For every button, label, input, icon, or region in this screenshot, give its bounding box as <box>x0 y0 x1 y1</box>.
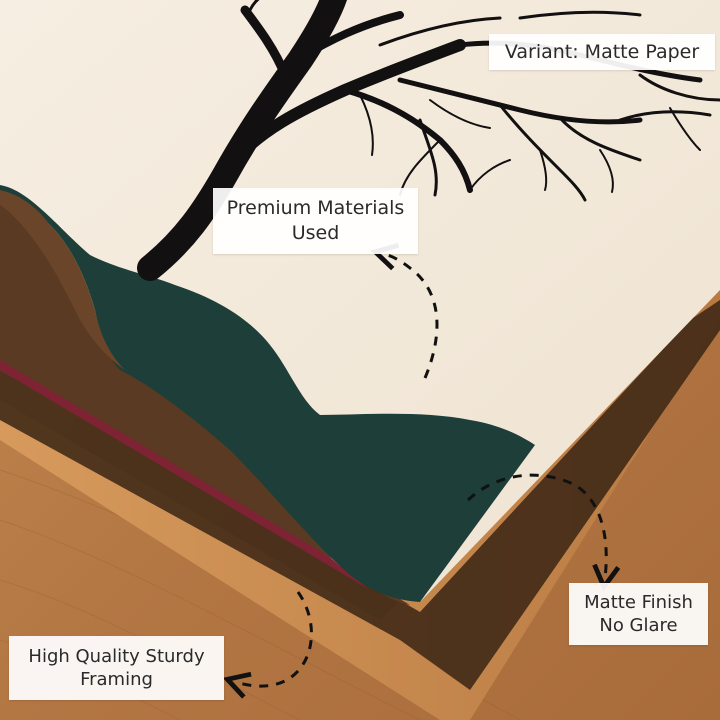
variant-label-text: Variant: Matte Paper <box>504 40 700 63</box>
framing-label: High Quality Sturdy Framing <box>9 636 224 700</box>
matte-label-line-1: Matte Finish <box>584 591 693 613</box>
premium-label-line-2: Used <box>291 222 340 244</box>
curved-dashed-arrow-icon <box>222 591 313 699</box>
premium-label-line-1: Premium Materials <box>226 197 405 220</box>
variant-label: Variant: Matte Paper <box>489 34 715 70</box>
curved-dashed-arrow-icon <box>466 473 621 592</box>
premium-materials-label: Premium Materials Used <box>213 188 418 254</box>
tree-silhouette <box>137 0 720 281</box>
matte-finish-label: Matte Finish No Glare <box>569 583 708 645</box>
frame-inner-shadow <box>0 300 720 690</box>
brown-hill-fold <box>0 190 125 370</box>
framing-label-line-2: Framing <box>80 669 153 690</box>
teal-hill <box>0 185 535 602</box>
curved-dashed-arrow-icon <box>370 242 439 379</box>
framing-label-line-1: High Quality Sturdy <box>28 645 205 667</box>
matte-label-line-2: No Glare <box>599 615 678 636</box>
